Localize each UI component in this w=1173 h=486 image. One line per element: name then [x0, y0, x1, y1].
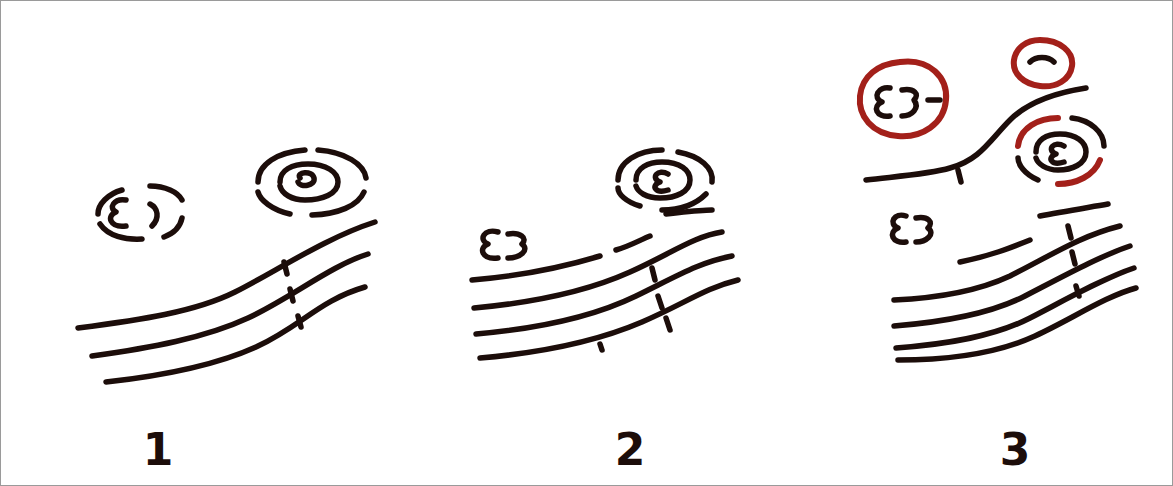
panel-number: 2	[615, 428, 646, 472]
panel-number: 3	[1000, 428, 1031, 472]
panel-one-sketch	[78, 150, 375, 382]
panel-three-sketch	[860, 40, 1136, 360]
panel-two-sketch	[472, 150, 738, 358]
panel-number: 1	[143, 428, 174, 472]
